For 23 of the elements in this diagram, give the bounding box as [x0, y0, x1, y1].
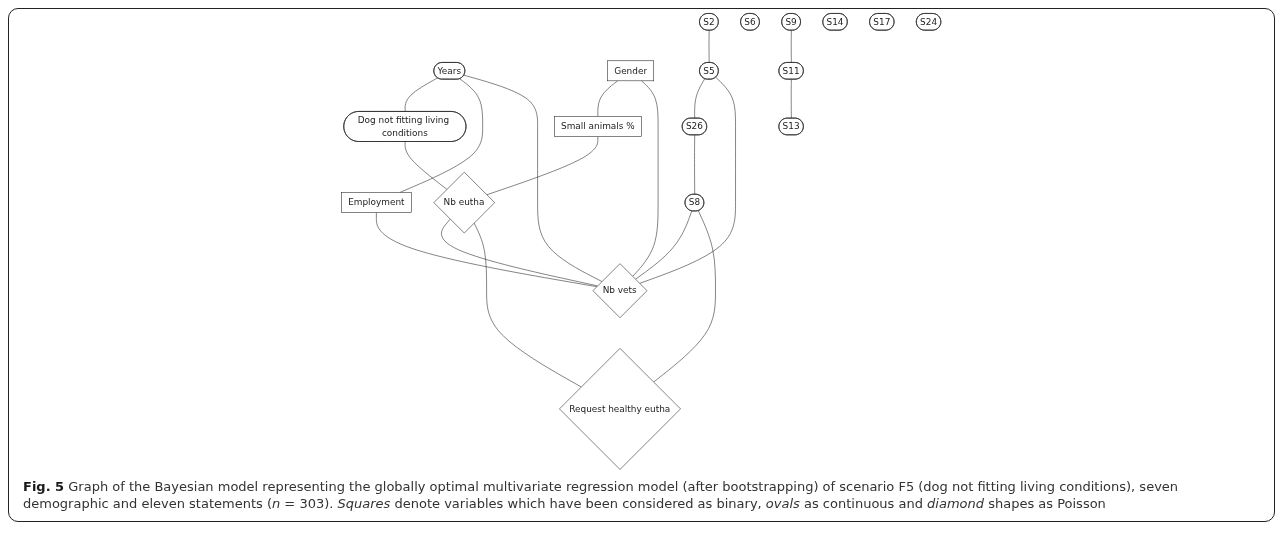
connector: [694, 78, 706, 119]
node-box: Employment: [341, 192, 412, 213]
connector: [405, 141, 448, 190]
connector: [376, 212, 598, 287]
node-box: Small animals %: [554, 116, 642, 137]
connector: [464, 74, 603, 282]
connector: [399, 78, 484, 193]
connector: [441, 218, 599, 287]
node-box: Gender: [607, 60, 655, 82]
node-diamond: Nb vets: [593, 263, 648, 319]
figure-caption: Fig. 5 Graph of the Bayesian model representing the globally optimal multivariate regression model (after bootstrapping) of scenario F5 (dog not fitting living conditions), seven demographic and eleven statements (n = 303). Squares denote variables which have been considered as binary, ovals as continuous and diamond shapes as Poisson: [22, 477, 1180, 514]
connector: [694, 134, 696, 195]
connector: [791, 30, 793, 63]
node-diamond: Request healthy eutha: [559, 348, 682, 470]
node-diamond: Nb eutha: [433, 171, 496, 234]
connector: [791, 79, 793, 119]
connector: [653, 210, 717, 383]
connector: [709, 30, 710, 63]
connector: [486, 136, 599, 196]
connector: [639, 77, 737, 284]
connector: [405, 77, 439, 112]
connector: [635, 210, 693, 280]
connector: [474, 222, 582, 388]
